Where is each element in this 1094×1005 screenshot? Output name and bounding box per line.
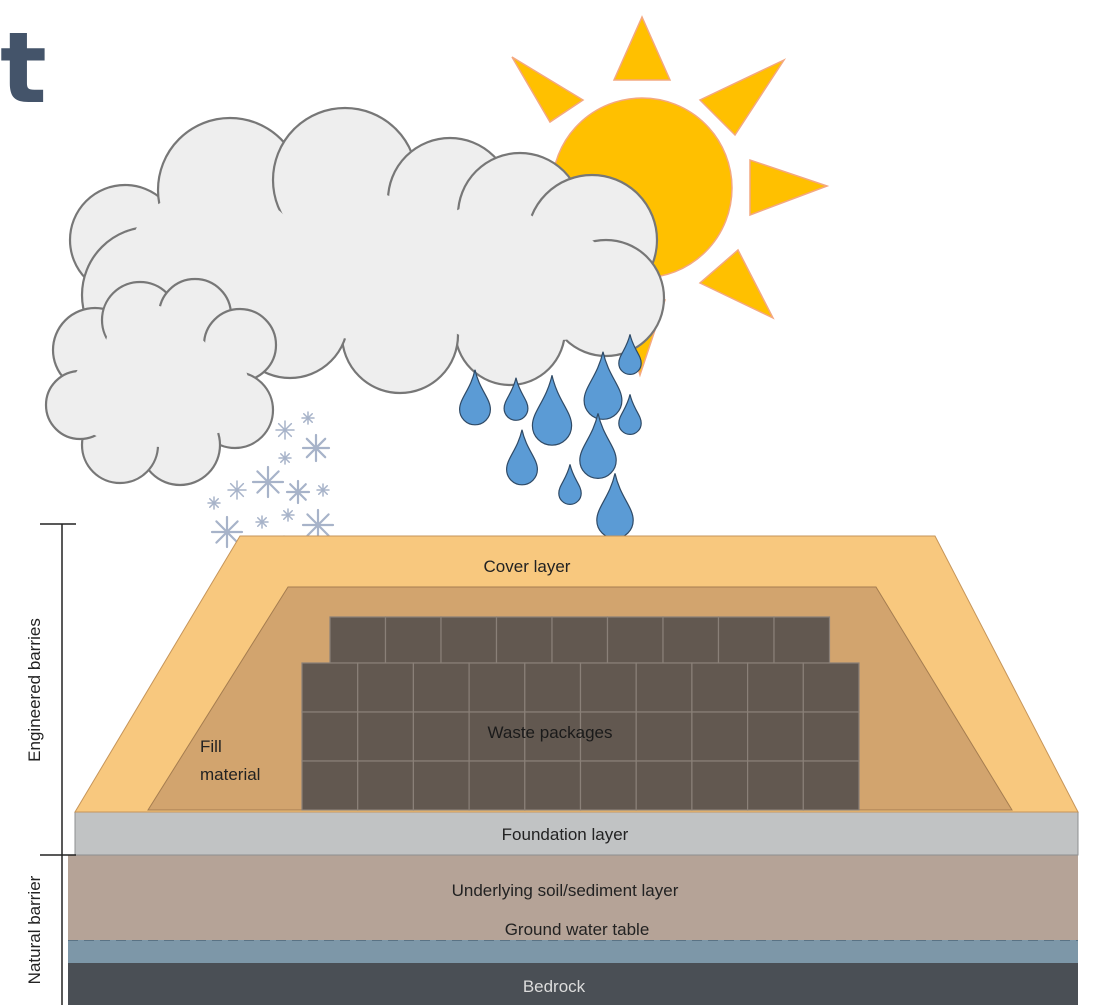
snowflake-icon bbox=[210, 515, 244, 549]
natural-barrier-label: Natural barrier bbox=[25, 875, 44, 984]
waste-package bbox=[440, 616, 498, 664]
waste-packages-label: Waste packages bbox=[487, 723, 612, 742]
waste-package bbox=[301, 711, 359, 762]
page-title: t bbox=[0, 12, 47, 126]
waste-package bbox=[691, 760, 749, 811]
snowflake-icon bbox=[285, 479, 311, 505]
waste-package bbox=[412, 662, 470, 713]
cloud-icon bbox=[44, 277, 278, 487]
fill-material-label-line1: Fill bbox=[200, 737, 222, 756]
waste-package bbox=[746, 760, 804, 811]
barrier-scale bbox=[40, 523, 76, 1005]
waste-package bbox=[412, 711, 470, 762]
waste-package bbox=[635, 711, 693, 762]
soil-layer-label: Underlying soil/sediment layer bbox=[452, 881, 679, 900]
waste-package bbox=[495, 616, 553, 664]
bedrock-layer bbox=[68, 963, 1078, 1005]
waste-package bbox=[301, 760, 359, 811]
waste-package bbox=[329, 616, 387, 664]
waste-package bbox=[802, 711, 860, 762]
raindrop-icon bbox=[596, 473, 634, 539]
snowflake-icon bbox=[255, 515, 269, 529]
waste-package bbox=[579, 662, 637, 713]
waste-package bbox=[524, 662, 582, 713]
snowflake-icon bbox=[227, 480, 247, 500]
foundation-layer-label: Foundation layer bbox=[502, 825, 629, 844]
waste-package bbox=[357, 662, 415, 713]
waste-package bbox=[635, 662, 693, 713]
landfill-cross-section bbox=[68, 535, 1079, 1005]
waste-package bbox=[468, 760, 526, 811]
waste-packages bbox=[301, 616, 860, 811]
snowflake-icon bbox=[207, 496, 221, 510]
waste-package bbox=[773, 616, 831, 664]
groundwater-layer bbox=[68, 940, 1078, 963]
waste-package bbox=[412, 760, 470, 811]
waste-package bbox=[662, 616, 720, 664]
raindrop-icon bbox=[618, 334, 642, 375]
waste-package bbox=[746, 662, 804, 713]
snowflake-icon bbox=[301, 433, 331, 463]
waste-package bbox=[468, 711, 526, 762]
waste-package bbox=[524, 760, 582, 811]
foundation-layer bbox=[74, 811, 1079, 856]
waste-package bbox=[524, 711, 582, 762]
bedrock-label: Bedrock bbox=[523, 977, 586, 996]
waste-package bbox=[357, 760, 415, 811]
engineered-barriers-label: Engineered barries bbox=[25, 618, 44, 762]
snowflake-icon bbox=[281, 508, 295, 522]
snowflake-icon bbox=[251, 465, 285, 499]
raindrop-icon bbox=[531, 375, 573, 446]
waste-package bbox=[802, 760, 860, 811]
raindrop-icon bbox=[458, 369, 492, 426]
raindrop-icon bbox=[505, 429, 539, 486]
raindrop-icon bbox=[579, 413, 617, 479]
waste-package bbox=[551, 616, 609, 664]
waste-package bbox=[384, 616, 442, 664]
waste-package bbox=[468, 662, 526, 713]
fill-material-label-line2: material bbox=[200, 765, 260, 784]
waste-package bbox=[579, 760, 637, 811]
groundwater-label: Ground water table bbox=[505, 920, 650, 939]
cover-layer-label: Cover layer bbox=[484, 557, 571, 576]
soil-layer bbox=[68, 855, 1078, 940]
snowflake-icon bbox=[275, 420, 295, 440]
raindrop-icon bbox=[583, 351, 623, 420]
raindrop-icon bbox=[503, 377, 529, 421]
waste-package bbox=[691, 662, 749, 713]
snowflake-icon bbox=[301, 411, 315, 425]
waste-package bbox=[802, 662, 860, 713]
raindrop-icon bbox=[618, 394, 642, 435]
waste-package bbox=[301, 662, 359, 713]
waste-package bbox=[606, 616, 664, 664]
waste-package bbox=[717, 616, 775, 664]
waste-package bbox=[691, 711, 749, 762]
snowflake-icon bbox=[278, 451, 292, 465]
waste-package bbox=[746, 711, 804, 762]
rain bbox=[458, 334, 642, 539]
raindrop-icon bbox=[558, 464, 582, 505]
snowflake-icon bbox=[301, 508, 335, 542]
waste-package bbox=[635, 760, 693, 811]
waste-package bbox=[357, 711, 415, 762]
snowflake-icon bbox=[316, 483, 330, 497]
